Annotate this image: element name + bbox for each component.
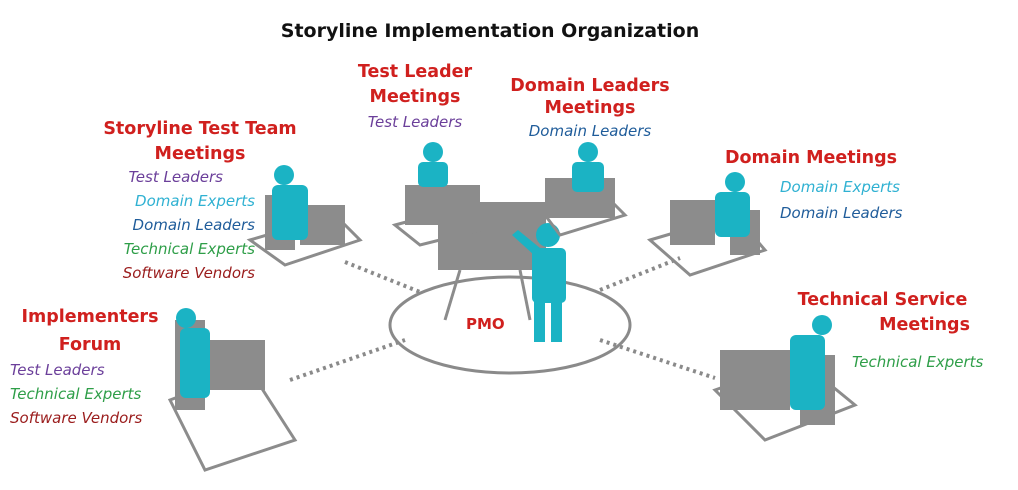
group-heading: Meetings	[879, 315, 970, 335]
group-technical-service: Technical Service Meetings	[785, 288, 980, 338]
group-heading: Meetings	[154, 144, 246, 164]
group-heading: Domain Meetings	[725, 148, 898, 168]
role: Domain Experts	[780, 178, 900, 196]
station-domain-leaders	[542, 142, 628, 237]
group-heading: Test Leader	[357, 62, 473, 82]
role: Software Vendors	[10, 409, 143, 427]
group-heading: Storyline Test Team	[103, 119, 297, 139]
group-heading: Domain Leaders	[510, 76, 670, 96]
role: Technical Experts	[10, 385, 142, 403]
group-heading: Meetings	[369, 87, 461, 107]
group-domain-leaders: Domain Leaders Meetings Domain Leaders	[500, 75, 680, 143]
group-storyline-test-team: Storyline Test Team Meetings	[85, 117, 315, 167]
role: Test Leaders	[367, 113, 463, 131]
group-test-leader: Test Leader Meetings Test Leaders	[340, 60, 490, 134]
group-heading: Implementers	[21, 307, 159, 327]
group-heading: Meetings	[544, 98, 636, 118]
role: Test Leaders	[10, 361, 105, 379]
pmo-label: PMO	[466, 315, 505, 333]
connector	[344, 260, 421, 294]
connector	[599, 338, 716, 380]
presenter-figure	[512, 223, 566, 342]
connectors	[289, 256, 716, 382]
role: Domain Experts	[135, 192, 255, 210]
role: Domain Leaders	[528, 122, 652, 140]
central-platform	[388, 275, 632, 375]
group-domain: Domain Meetings Domain Experts Domain Le…	[725, 146, 902, 225]
connector	[599, 256, 681, 292]
group-heading: Forum	[58, 335, 122, 355]
diagram-title: Storyline Implementation Organization	[280, 20, 700, 42]
implementers-roles: Test Leaders Technical Experts Software …	[10, 358, 142, 430]
role: Test Leaders	[128, 168, 223, 186]
role: Technical Experts	[123, 240, 255, 258]
station-implementers	[167, 308, 298, 472]
role: Domain Leaders	[780, 204, 903, 222]
station-test-team	[246, 165, 363, 267]
storyline-test-team-roles: Test Leaders Domain Experts Domain Leade…	[100, 165, 255, 285]
role: Domain Leaders	[132, 216, 255, 234]
group-implementers: Implementers Forum	[10, 305, 170, 358]
role: Software Vendors	[122, 264, 255, 282]
connector	[289, 338, 406, 382]
station-domain	[646, 172, 768, 277]
group-heading: Technical Service	[797, 290, 968, 310]
station-test-leader	[391, 142, 504, 247]
role: Technical Experts	[852, 353, 984, 371]
station-technical-service	[712, 315, 858, 442]
